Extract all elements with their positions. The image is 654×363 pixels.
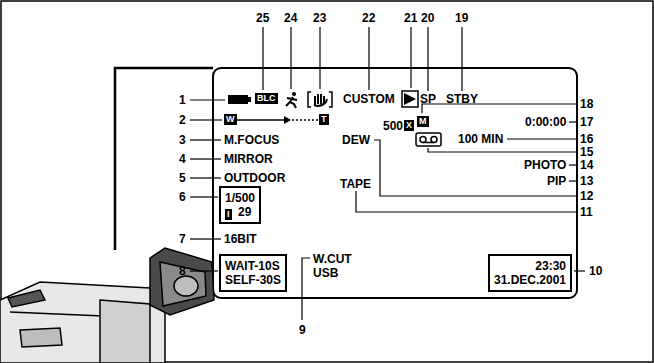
callout-number: 4 xyxy=(179,153,186,165)
display-text: STBY xyxy=(446,93,478,105)
icon-letter: X xyxy=(406,120,412,130)
display-text: W.CUT xyxy=(313,253,352,265)
backlight-indicator: BLC xyxy=(255,93,278,104)
zoom-wide-mark: W xyxy=(224,114,237,125)
display-text: 0:00:00 xyxy=(525,116,566,128)
manual-mark: M xyxy=(417,116,429,127)
callout-number: 21 xyxy=(404,12,417,24)
box-text: 31.DEC.2001 xyxy=(494,273,566,287)
display-text: PHOTO xyxy=(524,159,566,171)
box-text: SELF-30S xyxy=(225,273,281,287)
shutter-box: 1/50029I xyxy=(219,186,261,224)
display-text: DEW xyxy=(342,134,370,146)
display-text: OUTDOOR xyxy=(224,172,285,184)
display-text: 16BIT xyxy=(224,233,257,245)
callout-number: 2 xyxy=(179,114,186,126)
card-icon xyxy=(402,91,418,107)
callout-number: 19 xyxy=(455,12,468,24)
battery-icon xyxy=(228,95,251,104)
callout-number: 10 xyxy=(589,265,602,277)
callout-number: 23 xyxy=(313,12,326,24)
callout-number: 20 xyxy=(421,12,434,24)
callout-number: 18 xyxy=(580,98,593,110)
zoom-bar xyxy=(237,116,318,124)
leader-lines xyxy=(190,27,585,320)
zoom-tele-mark: T xyxy=(319,114,329,125)
icon-letter: W xyxy=(226,114,235,124)
digital-zoom-mark: X xyxy=(404,120,414,131)
callout-number: 6 xyxy=(179,191,186,203)
callout-number: 8 xyxy=(179,265,186,277)
box-text: WAIT-10S xyxy=(225,259,281,273)
display-text: USB xyxy=(313,267,338,279)
box-text: 1/500 xyxy=(225,191,255,205)
display-text: 100 MIN xyxy=(458,133,503,145)
callout-number: 15 xyxy=(580,146,593,158)
iris-mark: I xyxy=(225,209,232,220)
tape-icon xyxy=(416,133,441,146)
display-text: TAPE xyxy=(340,178,371,190)
display-text: MIRROR xyxy=(224,153,273,165)
icon-letter: I xyxy=(227,209,230,219)
sports-mode-icon xyxy=(286,92,297,108)
callout-number: 17 xyxy=(580,116,593,128)
display-text: SP xyxy=(420,93,436,105)
stabilizer-icon xyxy=(308,92,332,107)
display-text: M.FOCUS xyxy=(224,134,279,146)
icon-letter: BLC xyxy=(257,93,276,103)
callout-number: 14 xyxy=(580,159,593,171)
display-text: 500 xyxy=(383,120,403,132)
icon-letter: M xyxy=(419,116,427,126)
camcorder-drawing xyxy=(0,248,214,363)
icon-letter: T xyxy=(321,114,327,124)
callout-number: 16 xyxy=(580,133,593,145)
callout-number: 7 xyxy=(179,233,186,245)
display-text: CUSTOM xyxy=(343,93,395,105)
display-text: PIP xyxy=(547,175,566,187)
date-box: 23:3031.DEC.2001 xyxy=(488,254,572,292)
callout-number: 12 xyxy=(580,190,593,202)
callout-number: 24 xyxy=(284,12,297,24)
box-text: 23:30 xyxy=(494,259,566,273)
callout-number: 11 xyxy=(580,206,593,218)
callout-number: 22 xyxy=(362,12,375,24)
timer-box: WAIT-10SSELF-30S xyxy=(219,254,287,292)
callout-number: 3 xyxy=(179,134,186,146)
callout-number: 9 xyxy=(299,324,306,336)
callout-number: 5 xyxy=(179,172,186,184)
callout-number: 13 xyxy=(580,175,593,187)
callout-number: 25 xyxy=(256,12,269,24)
screen-outline xyxy=(213,68,577,298)
callout-number: 1 xyxy=(179,94,186,106)
